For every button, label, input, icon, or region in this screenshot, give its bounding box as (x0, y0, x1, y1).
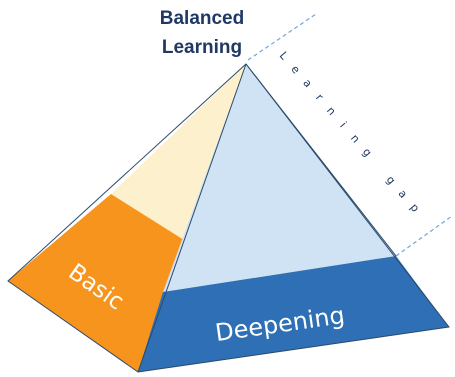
learning-gap-letter: e (288, 63, 302, 77)
learning-gap-letter: n (324, 104, 338, 118)
dashed-line-bottom (395, 215, 453, 257)
learning-gap-letter: g (360, 146, 374, 160)
learning-gap-letter: i (337, 119, 349, 130)
title-line-2: Learning (162, 37, 242, 58)
pyramid-right-edge (245, 63, 397, 257)
light-blue-face (163, 64, 396, 292)
learning-gap-letter: L (277, 49, 291, 63)
learning-gap-letter: r (313, 91, 326, 103)
learning-gap-letter: g (384, 173, 398, 187)
basic-segment (8, 194, 184, 372)
learning-gap-letter: p (407, 201, 421, 215)
title-line-1: Balanced (160, 8, 244, 29)
learning-gap-letter: n (348, 132, 362, 146)
deepening-segment (138, 256, 449, 372)
pyramid-front-edge (137, 63, 247, 373)
cream-face (111, 64, 246, 240)
learning-gap-letter: a (396, 187, 410, 201)
learning-gap-letter: a (300, 77, 314, 91)
